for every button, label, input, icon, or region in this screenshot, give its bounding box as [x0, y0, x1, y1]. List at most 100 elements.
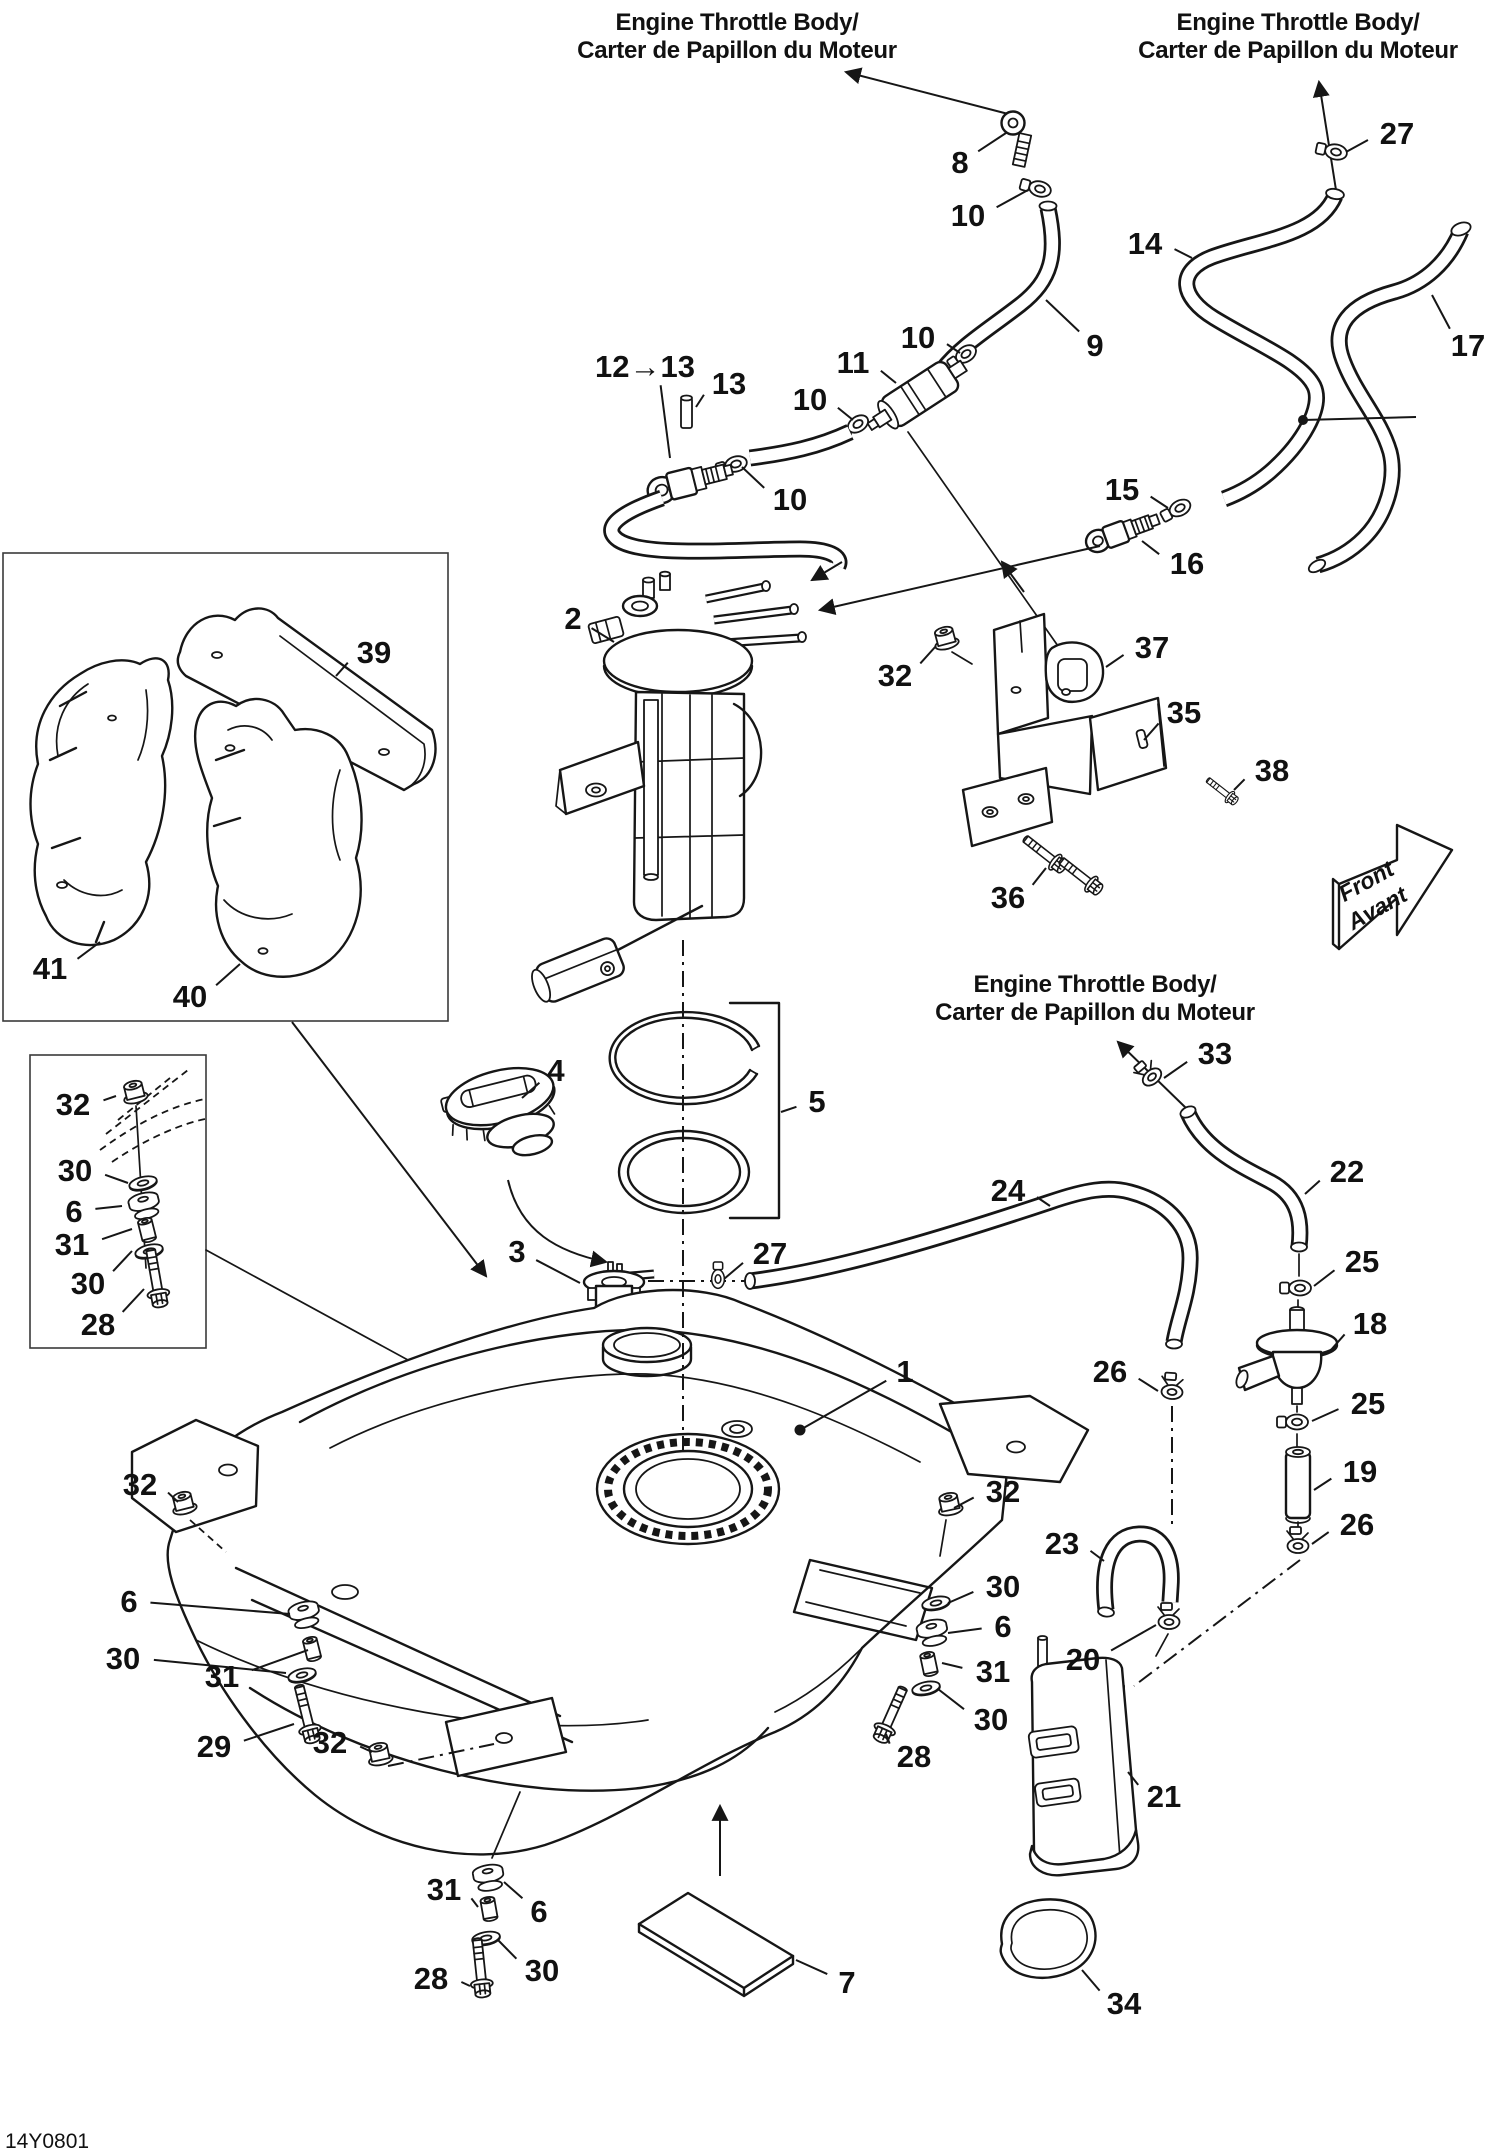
callout-leader-11 [880, 369, 897, 384]
callout-34: 34 [1107, 1986, 1142, 2021]
callout-25: 25 [1351, 1386, 1385, 1421]
quick-connect-fitting-16 [1084, 513, 1161, 554]
callout-28: 28 [81, 1307, 115, 1342]
callout-leader-32 [167, 1491, 179, 1503]
callout-leader-4 [521, 1081, 541, 1099]
callout-leader-36 [1031, 867, 1047, 886]
callout-leader-6 [503, 1881, 524, 1899]
callout-30: 30 [106, 1641, 140, 1676]
callout-leader-28 [460, 1981, 471, 1987]
clamp-20 [1157, 1602, 1181, 1630]
callout-leader-41 [76, 941, 101, 960]
throttle-body-title-left-line2: Carter de Papillon du Moteur [577, 37, 897, 64]
callout-leader-32 [359, 1745, 373, 1753]
vent-hose-group [817, 79, 1472, 615]
callout-32: 32 [56, 1087, 90, 1122]
callout-leader-22 [1304, 1179, 1321, 1195]
callout-leader-33 [1163, 1060, 1188, 1079]
callout-leader-6 [95, 1205, 123, 1210]
canister-21 [1027, 1635, 1140, 1877]
callout-25: 25 [1345, 1244, 1379, 1279]
callout-leader-30 [937, 1688, 965, 1710]
callout-leader-31 [470, 1897, 479, 1908]
callout-3: 3 [508, 1234, 525, 1269]
clamp-26-right [1286, 1526, 1310, 1554]
callout-6: 6 [65, 1194, 82, 1229]
callout-leader-7 [795, 1959, 828, 1975]
fuel-line-assembly [603, 67, 1061, 582]
callout-9: 9 [1086, 328, 1103, 363]
fuel-level-float [531, 937, 625, 1003]
callout-10: 10 [793, 382, 827, 417]
callout-leader-39 [335, 662, 349, 677]
titles: Engine Throttle Body/ Carter de Papillon… [5, 9, 1458, 2152]
fuel-pump-module [531, 570, 807, 1003]
callout-27: 27 [1380, 116, 1414, 151]
callout-33: 33 [1198, 1036, 1232, 1071]
callout-leader-10 [837, 406, 854, 421]
callout-6: 6 [120, 1584, 137, 1619]
throttle-body-title-right-line2: Carter de Papillon du Moteur [1138, 37, 1458, 64]
callout-leader-30 [497, 1939, 518, 1960]
callout-32: 32 [123, 1467, 157, 1502]
callout-leader-30 [104, 1173, 129, 1184]
check-valve-18 [1235, 1306, 1339, 1405]
callout-15: 15 [1105, 472, 1139, 507]
callout-leader-32 [919, 645, 937, 665]
callout-17: 17 [1451, 328, 1485, 363]
callout-28: 28 [414, 1961, 448, 1996]
fuel-filter-11 [866, 359, 968, 431]
heat-shield-40 [193, 697, 363, 978]
callout-2: 2 [564, 601, 581, 636]
callout-7: 7 [838, 1965, 855, 2000]
callout-28: 28 [897, 1739, 931, 1774]
callout-5: 5 [808, 1084, 825, 1119]
callout-36: 36 [991, 880, 1025, 915]
callout-40: 40 [173, 979, 207, 1014]
callout-leader-34 [1081, 1969, 1101, 1992]
callout-26: 26 [1340, 1507, 1374, 1542]
callout-leader-10 [741, 466, 765, 489]
callout-leader-2 [591, 627, 615, 643]
banjo-bolt-8 [1000, 110, 1033, 168]
callout-37: 37 [1135, 630, 1169, 665]
clamp-27-top [1313, 139, 1350, 163]
callout-leader-10 [946, 343, 961, 354]
callout-leader-14 [1174, 248, 1193, 259]
callout-26: 26 [1093, 1354, 1127, 1389]
callout-leader-32 [103, 1095, 117, 1102]
callout-1: 1 [896, 1354, 913, 1389]
callout-31: 31 [205, 1659, 239, 1694]
tank-right-fasteners [868, 1489, 965, 1748]
hose-junction-leader [1302, 416, 1417, 421]
callout-41: 41 [33, 951, 67, 986]
callout-22: 22 [1330, 1154, 1364, 1189]
cap-to-neck-arrow [507, 1179, 609, 1268]
callout-leader-19 [1313, 1477, 1332, 1491]
callout-14: 14 [1128, 226, 1163, 261]
callout-leader-26 [1311, 1531, 1330, 1545]
filter-mount-arrow [1000, 560, 1025, 593]
callout-39: 39 [357, 635, 391, 670]
callout-leader-28 [885, 1733, 891, 1744]
tank-left-fasteners [168, 1488, 325, 1747]
rubber-bumper-37 [1044, 641, 1105, 704]
callout-30: 30 [986, 1569, 1020, 1604]
callout-leader-31 [101, 1228, 133, 1241]
callout-32: 32 [313, 1725, 347, 1760]
callout-leader-24 [1036, 1196, 1051, 1207]
callout-leader-30 [112, 1250, 133, 1272]
callout-leader-6 [947, 1627, 982, 1634]
callout-30: 30 [974, 1702, 1008, 1737]
callout-18: 18 [1353, 1306, 1387, 1341]
callout-10: 10 [901, 320, 935, 355]
throttle-body-arrow-right [1312, 79, 1337, 191]
callout-16: 16 [1170, 546, 1204, 581]
callout-29: 29 [197, 1729, 231, 1764]
callout-leader-6 [150, 1601, 291, 1615]
clamp-25-upper [1279, 1279, 1312, 1297]
clamp-15 [1157, 495, 1195, 525]
throttle-body-title-left-line1: Engine Throttle Body/ [615, 9, 859, 36]
callout-leader-38 [1233, 778, 1246, 791]
